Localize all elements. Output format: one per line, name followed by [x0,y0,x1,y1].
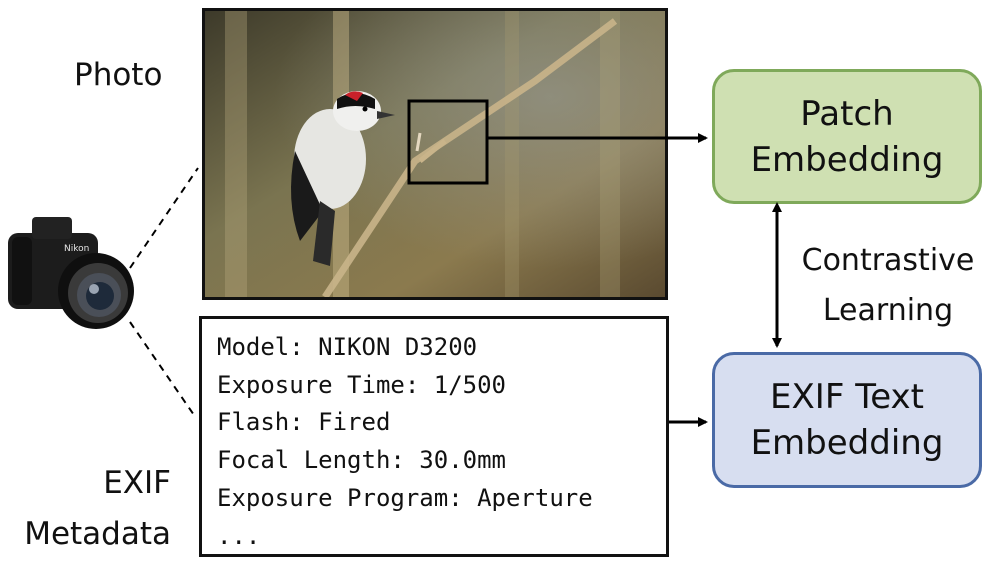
camera-to-photo-dashed-line [129,167,199,269]
exif-model-line: Model: NIKON D3200 [217,333,478,361]
exif-box-line2: Embedding [750,423,944,463]
camera-icon: Nikon [4,207,139,337]
exif-exposure-time-line: Exposure Time: 1/500 [217,370,506,399]
exif-flash-line: Flash: Fired [217,408,391,437]
camera-brand: Nikon [64,244,89,254]
contrastive-line2: Learning [822,293,954,328]
exif-focal-length-line: Focal Length: 30.0mm [217,446,506,475]
patch-box-line1: Patch [800,93,894,134]
exif-metadata-box: Model: NIKON D3200 Exposure Time: 1/500 … [199,316,669,557]
bird-photo [202,8,668,300]
exif-label-line1: EXIF [103,465,171,501]
photo-label: Photo [74,57,163,93]
exif-metadata-label: EXIF Metadata [24,458,171,560]
exif-label-line2: Metadata [24,516,171,552]
patch-embedding-box: Patch Embedding [712,69,982,204]
exif-text-embedding-box: EXIF Text Embedding [712,352,982,488]
exif-exposure-program-line: Exposure Program: Aperture [217,483,593,512]
exif-ellipsis: ... [217,521,261,550]
camera-to-exif-dashed-line [129,321,197,419]
contrastive-learning-label: Contrastive Learning [788,236,988,336]
contrastive-line1: Contrastive [801,243,975,278]
exif-box-line1: EXIF Text [770,377,924,417]
patch-box-line2: Embedding [750,139,944,180]
